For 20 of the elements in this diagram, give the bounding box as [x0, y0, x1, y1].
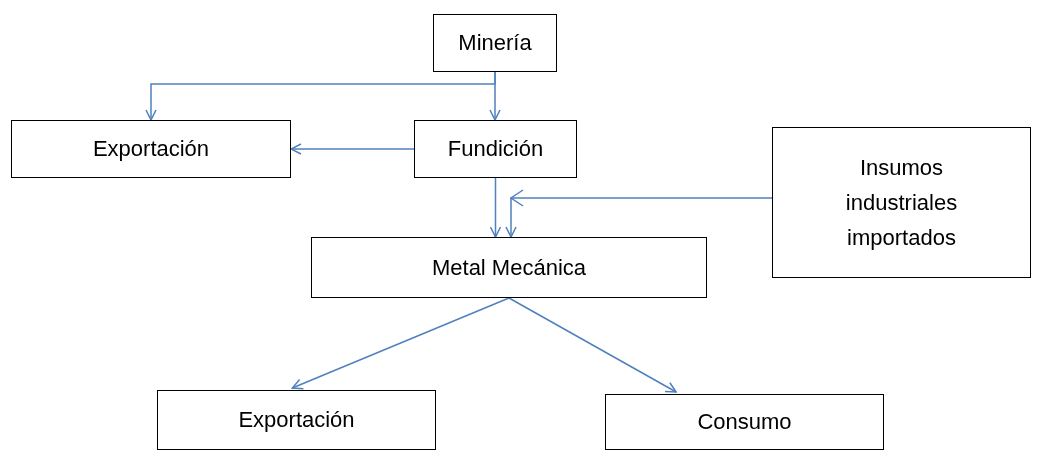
process-box [433, 14, 557, 72]
arrow [290, 143, 415, 155]
process-box [11, 120, 291, 178]
box-label: Insumos industriales importados [844, 153, 959, 253]
process-box [311, 237, 707, 298]
box-label: Exportación [238, 406, 355, 435]
process-box [157, 390, 436, 450]
arrow [505, 189, 773, 238]
box-label: Metal Mecánica [431, 253, 587, 282]
arrow [489, 177, 502, 238]
box-label: Fundición [447, 135, 544, 164]
box-label: Exportación [92, 135, 210, 164]
arrow [489, 71, 501, 121]
process-box [605, 394, 884, 450]
box-label: Consumo [697, 408, 792, 437]
arrow [508, 297, 677, 393]
box-label: Minería [458, 29, 532, 58]
arrow [291, 297, 510, 390]
process-box [414, 120, 577, 178]
process-box [772, 127, 1031, 278]
